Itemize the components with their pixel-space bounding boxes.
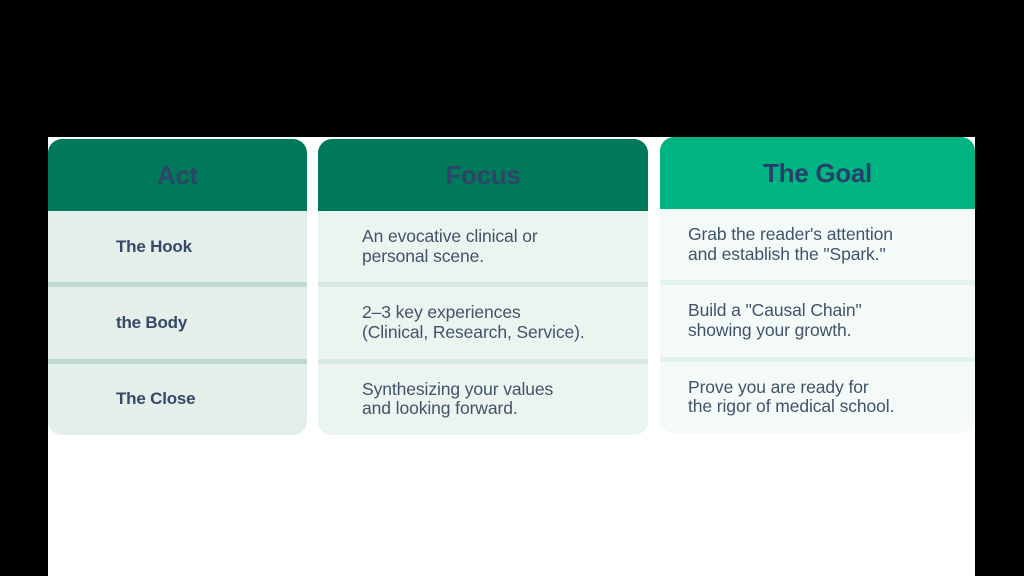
act-cell-the-close: The Close (116, 389, 196, 409)
goal-cell-the-close-line1: Prove you are ready for (688, 376, 869, 397)
goal-cell-the-hook-line1: Grab the reader's attention (688, 224, 893, 245)
focus-cell-the-hook-line2: personal scene. (362, 245, 485, 266)
focus-cell-the-hook: An evocative clinical or personal scene. (318, 226, 554, 266)
focus-cell-the-body-line1: 2–3 key experiences (362, 302, 521, 323)
table-row: The Hook (48, 211, 307, 283)
act-cell-the-hook: The Hook (116, 236, 192, 256)
goal-cell-the-body: Build a "Causal Chain" showing your grow… (660, 301, 872, 340)
table-row: the Body (48, 282, 307, 359)
column-body-focus: An evocative clinical or personal scene.… (318, 211, 648, 435)
focus-cell-the-close-line1: Synthesizing your values (362, 378, 554, 399)
column-header-goal-label: The Goal (763, 157, 872, 188)
column-header-focus-label: Focus (445, 159, 521, 190)
goal-cell-the-body-line1: Build a "Causal Chain" (688, 300, 862, 321)
column-header-act: Act (48, 139, 307, 211)
focus-cell-the-close: Synthesizing your values and looking for… (318, 378, 569, 419)
focus-cell-the-close-line2: and looking forward. (362, 398, 518, 419)
focus-cell-the-hook-line1: An evocative clinical or (362, 226, 538, 247)
table-row: Build a "Causal Chain" showing your grow… (660, 280, 975, 357)
three-column-table: Act The Hook the Body The Close Focus (48, 137, 975, 437)
table-row: An evocative clinical or personal scene. (318, 211, 648, 283)
goal-cell-the-hook: Grab the reader's attention and establis… (660, 224, 903, 264)
column-card-focus: Focus An evocative clinical or personal … (318, 139, 648, 435)
focus-cell-the-body: 2–3 key experiences (Clinical, Research,… (318, 303, 601, 342)
table-row: Synthesizing your values and looking for… (318, 358, 648, 435)
goal-cell-the-body-line2: showing your growth. (688, 319, 852, 340)
focus-cell-the-body-line2: (Clinical, Research, Service). (362, 321, 585, 342)
act-cell-the-body: the Body (116, 312, 188, 332)
goal-cell-the-hook-line2: and establish the "Spark." (688, 243, 886, 264)
column-body-act: The Hook the Body The Close (48, 211, 307, 435)
column-header-goal: The Goal (660, 137, 975, 209)
table-row: The Close (48, 358, 307, 435)
column-header-focus: Focus (318, 139, 648, 211)
column-body-goal: Grab the reader's attention and establis… (660, 209, 975, 433)
table-row: Prove you are ready for the rigor of med… (660, 356, 975, 433)
column-card-act: Act The Hook the Body The Close (48, 139, 307, 435)
column-card-goal: The Goal Grab the reader's attention and… (660, 137, 975, 433)
column-header-act-label: Act (157, 159, 198, 190)
table-row: Grab the reader's attention and establis… (660, 209, 975, 281)
table-row: 2–3 key experiences (Clinical, Research,… (318, 282, 648, 359)
goal-cell-the-close: Prove you are ready for the rigor of med… (660, 376, 904, 417)
goal-cell-the-close-line2: the rigor of medical school. (688, 396, 895, 417)
